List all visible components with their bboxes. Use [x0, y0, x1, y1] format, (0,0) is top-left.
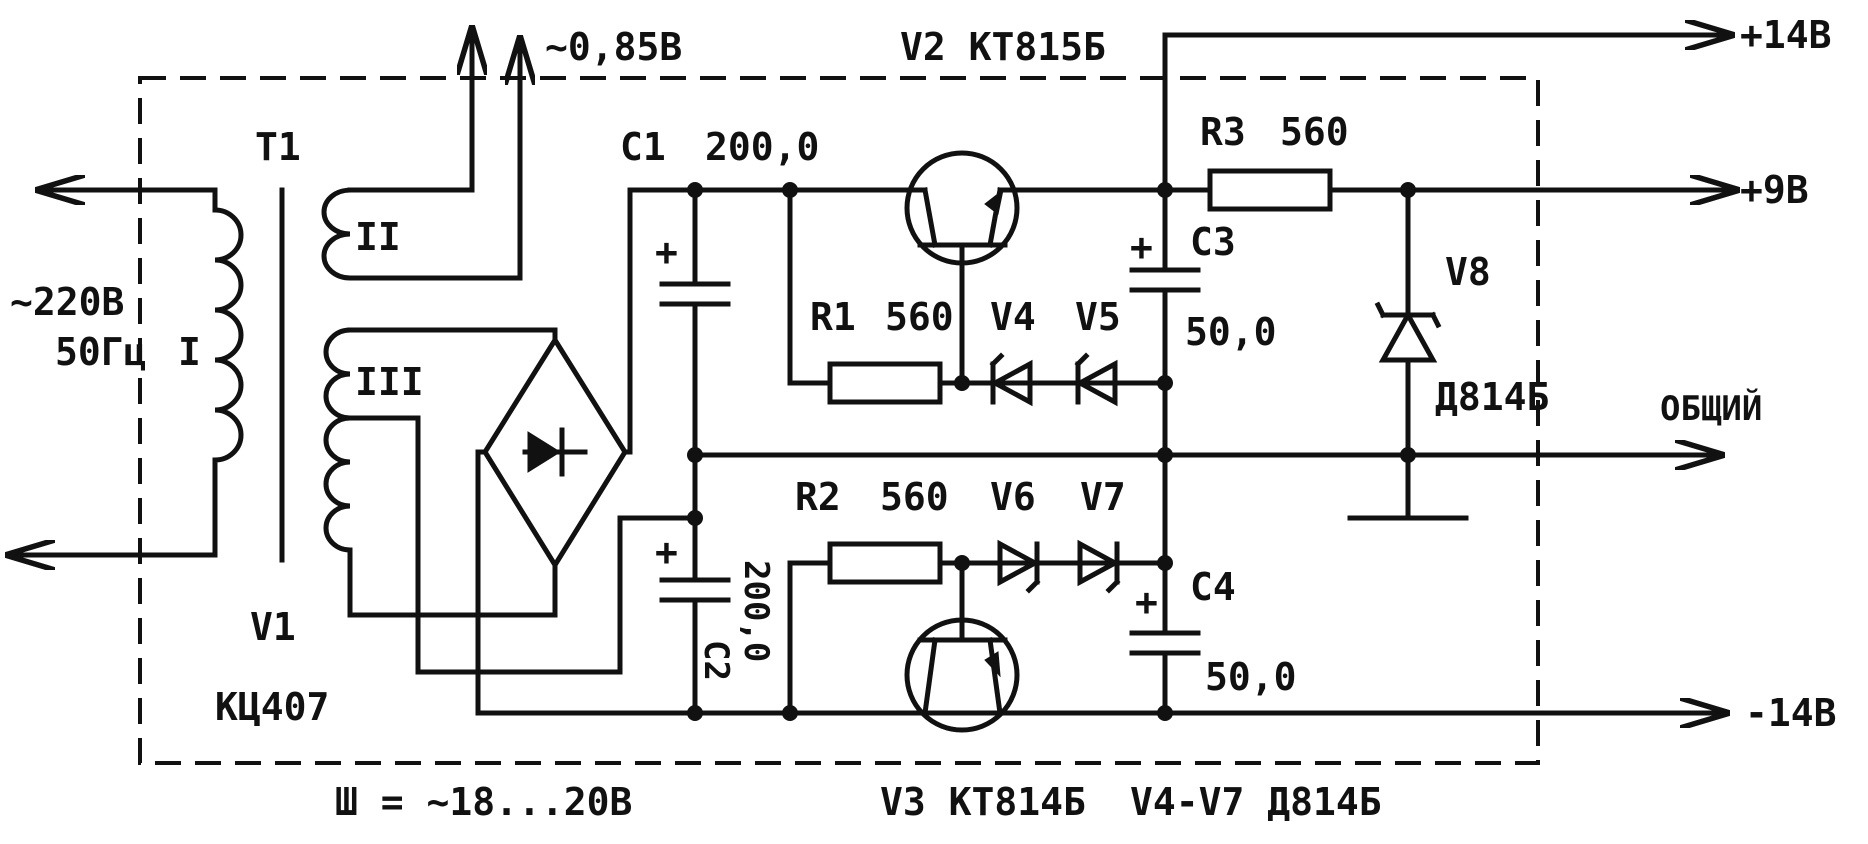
c1-plus-label: + [655, 230, 678, 274]
r3-ref-label: R3 [1200, 110, 1246, 154]
zener-v5 [1074, 352, 1118, 407]
input-freq-label: 50Гц [55, 330, 147, 374]
c1-ref-label: C1 [620, 125, 666, 169]
winding-2-label: II [355, 215, 401, 259]
resistor-r2 [827, 541, 943, 585]
transformer-ref-label: T1 [255, 125, 301, 169]
r2-value-label: 560 [880, 475, 949, 519]
v4-v7-part-label: V4-V7 Д814Б [1130, 780, 1382, 824]
c2-value-label: 200,0 [736, 560, 776, 662]
winding-1-label: I [178, 330, 201, 374]
bridge-part-label: КЦ407 [215, 685, 329, 729]
c4-ref-label: C4 [1190, 565, 1236, 609]
output-common-label: ОБЩИЙ [1660, 388, 1762, 429]
v8-ref-label: V8 [1445, 250, 1491, 294]
output-p14-label: +14В [1740, 13, 1832, 57]
r2-feed [787, 560, 833, 716]
v4-label: V4 [990, 295, 1036, 339]
resistor-r3 [1207, 168, 1333, 212]
c2-ref-label: C2 [696, 640, 736, 681]
bridge-ref-label: V1 [250, 605, 296, 649]
transistor-v3 [904, 560, 1020, 733]
output-m14-label: -14В [1745, 691, 1837, 735]
output-p9-label: +9В [1740, 168, 1809, 212]
resistor-r1 [827, 361, 943, 405]
r2-ref-label: R2 [795, 475, 841, 519]
bridge-plus-out [622, 187, 698, 455]
zener-v8 [1347, 187, 1469, 521]
winding-2-left [347, 30, 472, 193]
c4-plus-label: + [1135, 580, 1158, 624]
v2-label: V2 КТ815Б [900, 25, 1106, 69]
winding-3-top-lead [347, 327, 558, 343]
winding-2-right [321, 40, 520, 281]
winding-3-coil [323, 327, 353, 553]
v8-part-label: Д814Б [1435, 375, 1549, 419]
zener-v6 [997, 539, 1041, 594]
winding-3-tap [347, 415, 698, 675]
bridge-minus-out [475, 449, 488, 716]
c3-value-label: 50,0 [1185, 310, 1277, 354]
c3-ref-label: C3 [1190, 220, 1236, 264]
winding-3-voltage-label: Ш = ~18...20В [335, 780, 632, 824]
transformer-primary [10, 187, 244, 558]
c3-plus-label: + [1130, 225, 1153, 269]
input-voltage-label: ~220В [10, 280, 124, 324]
zener-v7 [1077, 539, 1121, 594]
c1-value-label: 200,0 [705, 125, 819, 169]
r1-ref-label: R1 [810, 295, 856, 339]
r3-value-label: 560 [1280, 110, 1349, 154]
winding-3-bottom-lead [347, 547, 558, 618]
v5-label: V5 [1075, 295, 1121, 339]
r1-value-label: 560 [885, 295, 954, 339]
ac-output-label: ~0,85В [545, 25, 682, 69]
transistor-v2 [904, 150, 1020, 386]
primary-coil [212, 187, 244, 558]
enclosure-frame [138, 76, 1540, 765]
winding-3-label: III [355, 360, 424, 404]
junction-dots [687, 182, 1416, 721]
v6-label: V6 [990, 475, 1036, 519]
bridge-rectifier [475, 187, 698, 716]
v3-label: V3 КТ814Б [880, 780, 1086, 824]
zener-v4 [989, 352, 1033, 407]
c4-value-label: 50,0 [1205, 655, 1297, 699]
v7-label: V7 [1080, 475, 1126, 519]
c2-plus-label: + [655, 530, 678, 574]
r1-feed [692, 187, 833, 386]
